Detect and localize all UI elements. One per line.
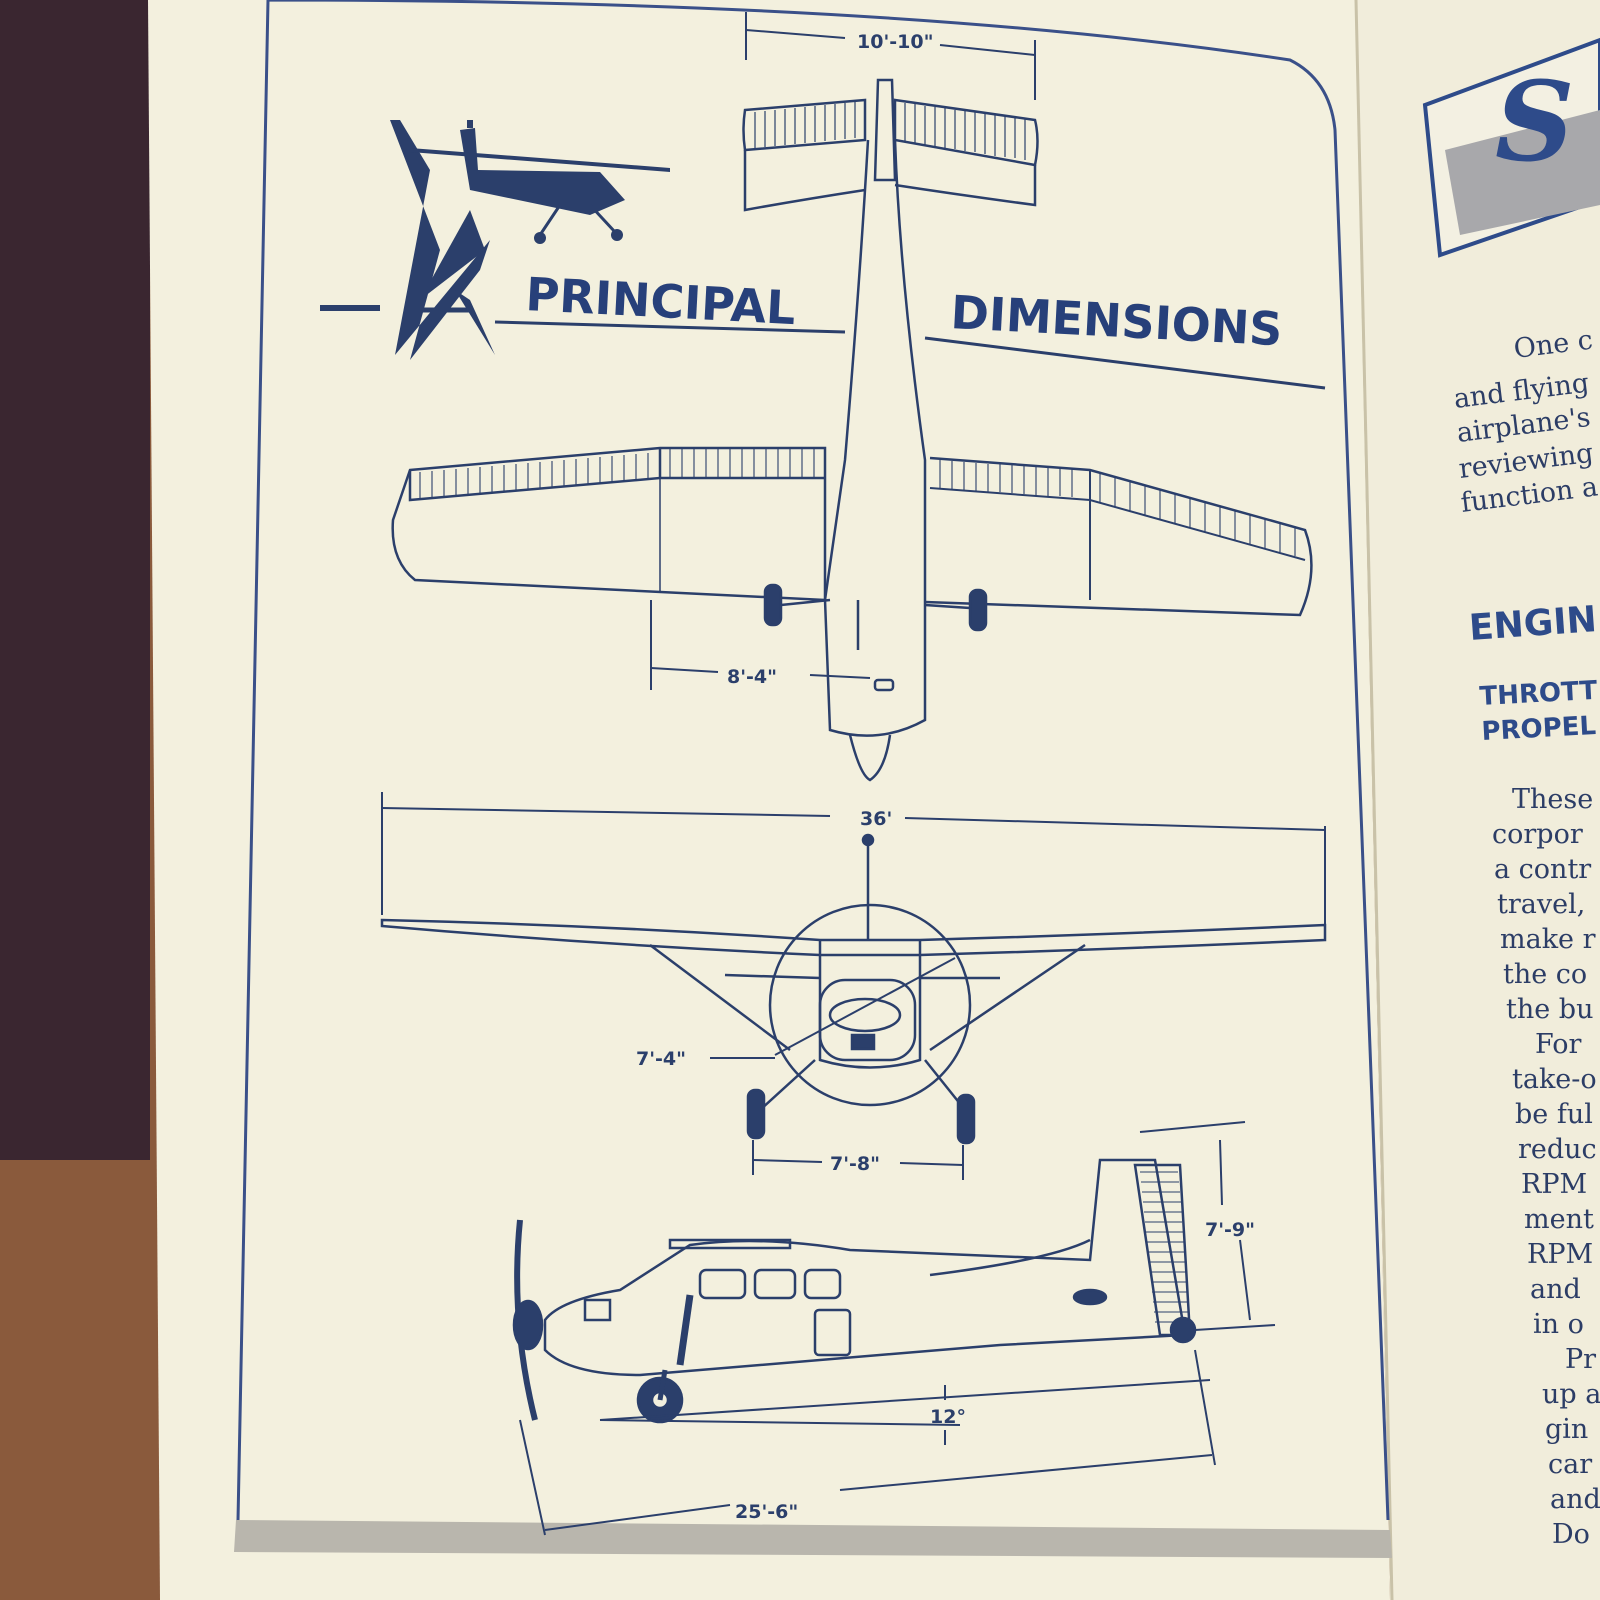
text-line: the co — [1503, 959, 1587, 990]
dim-main-gear-offset: 8'-4" — [727, 666, 777, 688]
subheading-line: PROPEL — [1481, 711, 1597, 747]
text-line: car — [1548, 1449, 1592, 1480]
bottom-halftone-band — [234, 1520, 1392, 1558]
page-gutter — [1354, 0, 1394, 1600]
facing-paragraph-2: These corpor a contr travel, make r the … — [1492, 784, 1600, 1550]
dimension-labels: 10'-10" 8'-4" 36' 7'-4" 7'-8" 7'-9" 12° … — [636, 31, 1255, 1523]
front-view-drawing — [380, 833, 1327, 1145]
dim-wheel-track: 7'-8" — [830, 1153, 880, 1175]
text-line: These — [1512, 784, 1593, 815]
text-line: reduc — [1518, 1134, 1597, 1165]
text-line: a contr — [1494, 854, 1591, 885]
page-frame — [236, 0, 1390, 1521]
top-view-drawing — [391, 78, 1313, 782]
section-heading: ENGIN — [1468, 599, 1598, 649]
text-line: and — [1550, 1484, 1600, 1515]
dimension-lines — [381, 12, 1326, 1536]
facing-logo: S — [1422, 37, 1600, 258]
text-line: Pr — [1565, 1344, 1596, 1375]
text-line: RPM — [1521, 1169, 1587, 1200]
text-line: ment — [1524, 1204, 1594, 1235]
text-line: RPM — [1527, 1239, 1593, 1270]
subheading-line: THROTT — [1479, 676, 1598, 712]
text-line: the bu — [1506, 994, 1593, 1025]
dim-tail-height: 7'-9" — [1205, 1219, 1255, 1241]
dim-propeller-diameter: 7'-4" — [636, 1048, 686, 1070]
left-page — [148, 0, 1390, 1600]
text-line: corpor — [1492, 819, 1583, 850]
text-line: and — [1530, 1274, 1581, 1305]
text-line: gin — [1545, 1414, 1588, 1445]
text-line: be ful — [1515, 1099, 1593, 1130]
dim-ground-angle: 12° — [930, 1406, 966, 1428]
text-line: up a — [1542, 1379, 1600, 1410]
side-view-drawing — [512, 1158, 1211, 1426]
dim-stabilizer-span: 10'-10" — [857, 31, 933, 53]
text-line: Do — [1552, 1519, 1590, 1550]
text-line: travel, — [1497, 889, 1585, 920]
text-line: For — [1535, 1029, 1582, 1060]
text-line: take-o — [1512, 1064, 1597, 1095]
text-line: make r — [1500, 924, 1596, 955]
dim-wingspan: 36' — [860, 808, 892, 830]
dark-cover — [0, 0, 150, 1160]
plane-silhouette-icon — [410, 120, 670, 244]
dim-overall-length: 25'-6" — [735, 1501, 798, 1523]
text-line: in o — [1533, 1309, 1584, 1340]
header-emblem — [320, 120, 670, 360]
logo-letter: S — [1495, 57, 1574, 186]
right-page — [1355, 0, 1600, 1600]
